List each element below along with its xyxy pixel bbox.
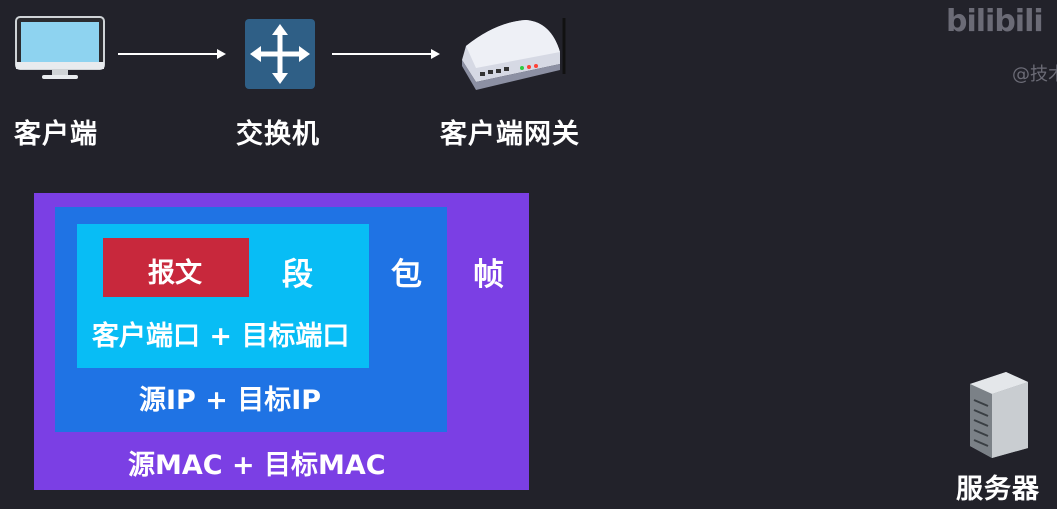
frame-label: 帧 — [473, 257, 504, 293]
segment-header-label: 客户端口 + 目标端口 — [92, 321, 350, 352]
server-icon — [970, 372, 1028, 458]
message-label: 报文 — [148, 258, 202, 289]
bilibili-logo: bilibili — [946, 4, 1044, 39]
switch-icon — [245, 19, 315, 89]
packet-header-label: 源IP + 目标IP — [139, 385, 322, 416]
gateway-label: 客户端网关 — [440, 119, 580, 150]
frame-header-label: 源MAC + 目标MAC — [128, 450, 386, 481]
arrow-switch-to-gateway — [332, 49, 440, 59]
message-layer — [103, 238, 249, 297]
watermark-user: @技术 — [1012, 64, 1057, 85]
server-label: 服务器 — [956, 474, 1040, 505]
monitor-icon — [15, 16, 105, 79]
client-label: 客户端 — [14, 119, 98, 150]
switch-label: 交换机 — [236, 119, 320, 150]
router-icon — [462, 18, 566, 90]
segment-label: 段 — [282, 257, 313, 293]
packet-label: 包 — [391, 257, 422, 293]
arrow-client-to-switch — [118, 49, 226, 59]
